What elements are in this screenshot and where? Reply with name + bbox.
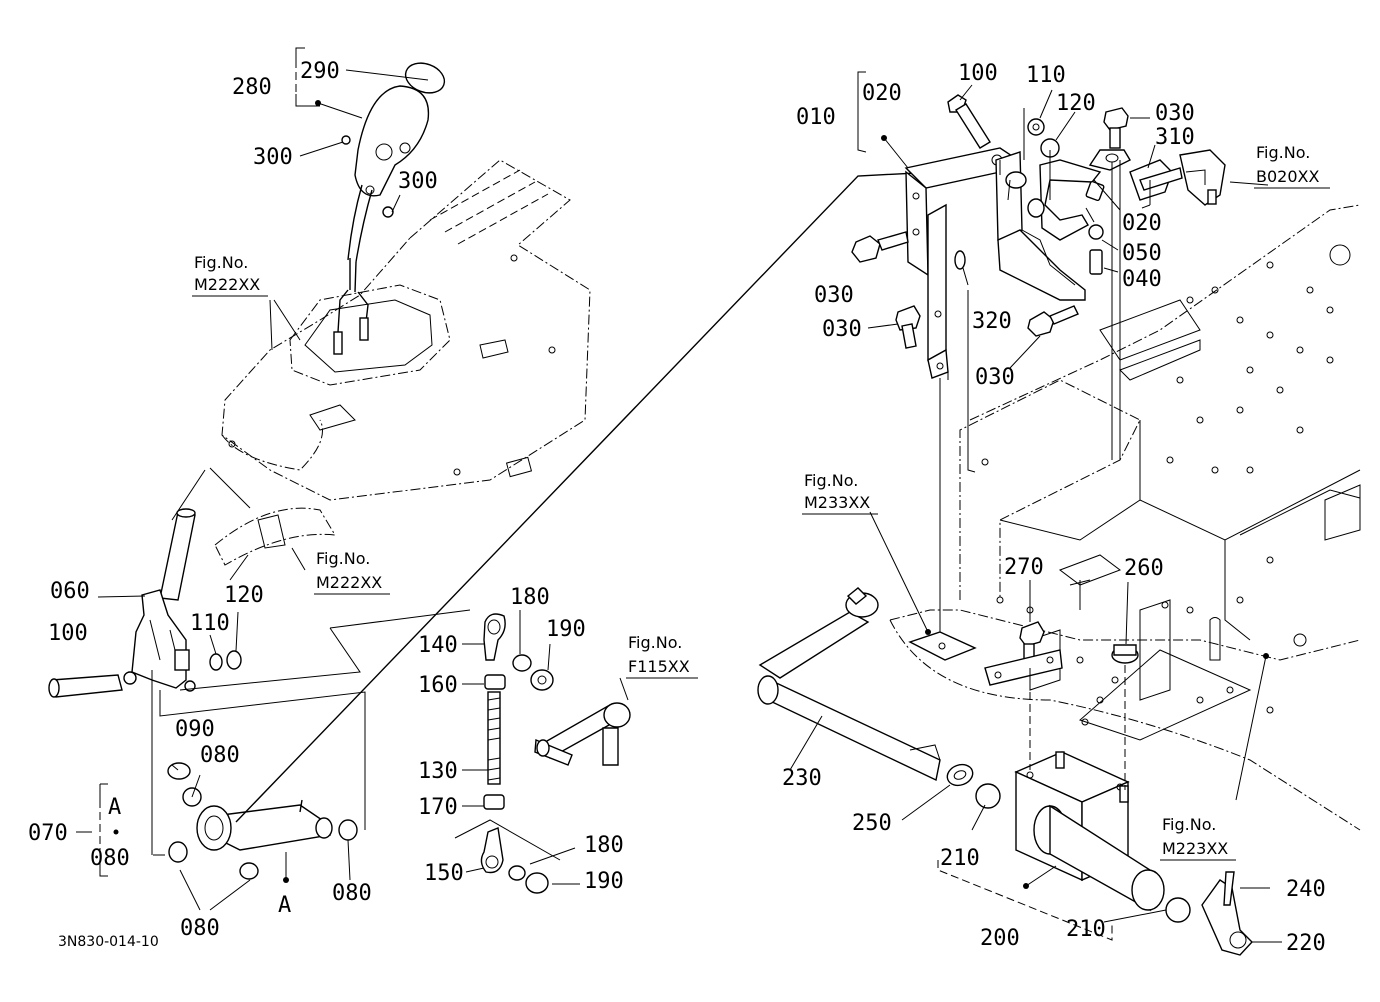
svg-text:B020XX: B020XX	[1256, 167, 1319, 186]
svg-text:Fig.No.: Fig.No.	[1162, 815, 1216, 834]
part-label: 100	[958, 61, 998, 86]
part-label: 070	[28, 821, 68, 846]
bolt-100	[947, 94, 991, 149]
shift-lever-arm	[48, 508, 242, 698]
part-label: 050	[1122, 241, 1162, 266]
svg-text:Fig.No.: Fig.No.	[194, 253, 248, 272]
part-label: 190	[546, 617, 586, 642]
pedal-rod	[757, 587, 941, 782]
part-label: 300	[398, 169, 438, 194]
part-label: 080	[90, 846, 130, 871]
part-label: A	[108, 795, 121, 820]
part-label: 030	[975, 365, 1015, 390]
figure-ref-m233: Fig.No. M233XX	[802, 471, 878, 515]
part-label: 130	[418, 759, 458, 784]
figure-ref-m222-mid: Fig.No. M222XX	[314, 549, 390, 595]
part-label: 170	[418, 795, 458, 820]
part-label: 230	[782, 766, 822, 791]
part-label: 030	[822, 317, 862, 342]
console-cover	[221, 159, 591, 501]
part-label: 030	[1155, 101, 1195, 126]
part-label: 250	[852, 811, 892, 836]
part-label: 210	[940, 846, 980, 871]
svg-text:Fig.No.: Fig.No.	[628, 633, 682, 652]
svg-text:F115XX: F115XX	[628, 657, 690, 676]
part-label: 290	[300, 59, 340, 84]
switch-assembly	[1129, 149, 1226, 206]
bolt-030-lower	[1027, 305, 1079, 337]
mounting-bracket	[904, 147, 1131, 460]
part-label: 190	[584, 869, 624, 894]
part-label: 030	[814, 283, 854, 308]
part-label: 010	[796, 105, 836, 130]
part-labels: 280 290 300 300 060 100 110 120 090 080 …	[28, 59, 1326, 956]
part-label: 180	[510, 585, 550, 610]
part-label: 320	[972, 309, 1012, 334]
bolt-030-mid	[895, 305, 921, 349]
part-label: 020	[862, 81, 902, 106]
part-label: 200	[980, 926, 1020, 951]
svg-text:Fig.No.: Fig.No.	[804, 471, 858, 490]
frame-holes	[981, 261, 1334, 726]
svg-text:M222XX: M222XX	[194, 275, 260, 294]
part-label: 020	[1122, 211, 1162, 236]
shift-rod-assembly	[480, 613, 554, 894]
part-label: 270	[1004, 555, 1044, 580]
shift-knob	[333, 62, 446, 355]
part-label: 140	[418, 633, 458, 658]
part-label: 120	[1056, 91, 1096, 116]
svg-text:M233XX: M233XX	[804, 493, 870, 512]
part-label: 220	[1286, 931, 1326, 956]
bearing-housing	[1014, 751, 1165, 912]
part-label: 310	[1155, 125, 1195, 150]
part-label: 080	[332, 881, 372, 906]
shift-arm-assembly	[167, 762, 358, 880]
svg-text:M223XX: M223XX	[1162, 839, 1228, 858]
figure-ref-m223: Fig.No. M223XX	[1160, 815, 1236, 861]
floor-frame	[889, 204, 1361, 831]
part-label: 060	[50, 579, 90, 604]
figure-ref-m222-top: Fig.No. M222XX	[192, 253, 268, 297]
svg-text:Fig.No.: Fig.No.	[316, 549, 370, 568]
part-label: 110	[190, 611, 230, 636]
part-label: 110	[1026, 63, 1066, 88]
part-label: 260	[1124, 556, 1164, 581]
linkage-arm	[534, 702, 631, 766]
part-label: 100	[48, 621, 88, 646]
svg-text:Fig.No.: Fig.No.	[1256, 143, 1310, 162]
bolt-030-left	[851, 231, 909, 263]
clamp-yoke	[1201, 871, 1253, 956]
svg-text:M222XX: M222XX	[316, 573, 382, 592]
part-label: A	[278, 893, 291, 918]
part-label: 240	[1286, 877, 1326, 902]
part-label: 090	[175, 717, 215, 742]
part-label: 280	[232, 75, 272, 100]
bolt-030-top	[1103, 107, 1129, 149]
part-label: 040	[1122, 267, 1162, 292]
part-label: 210	[1066, 917, 1106, 942]
part-label: 080	[200, 743, 240, 768]
part-label: 160	[418, 673, 458, 698]
part-label: 120	[224, 583, 264, 608]
part-label: 300	[253, 145, 293, 170]
diagram-code: 3N830-014-10	[58, 934, 159, 950]
part-label: 080	[180, 916, 220, 941]
figure-ref-f115: Fig.No. F115XX	[626, 633, 698, 679]
figure-ref-b020: Fig.No. B020XX	[1254, 143, 1330, 189]
part-label: 180	[584, 833, 624, 858]
part-label: 150	[424, 861, 464, 886]
